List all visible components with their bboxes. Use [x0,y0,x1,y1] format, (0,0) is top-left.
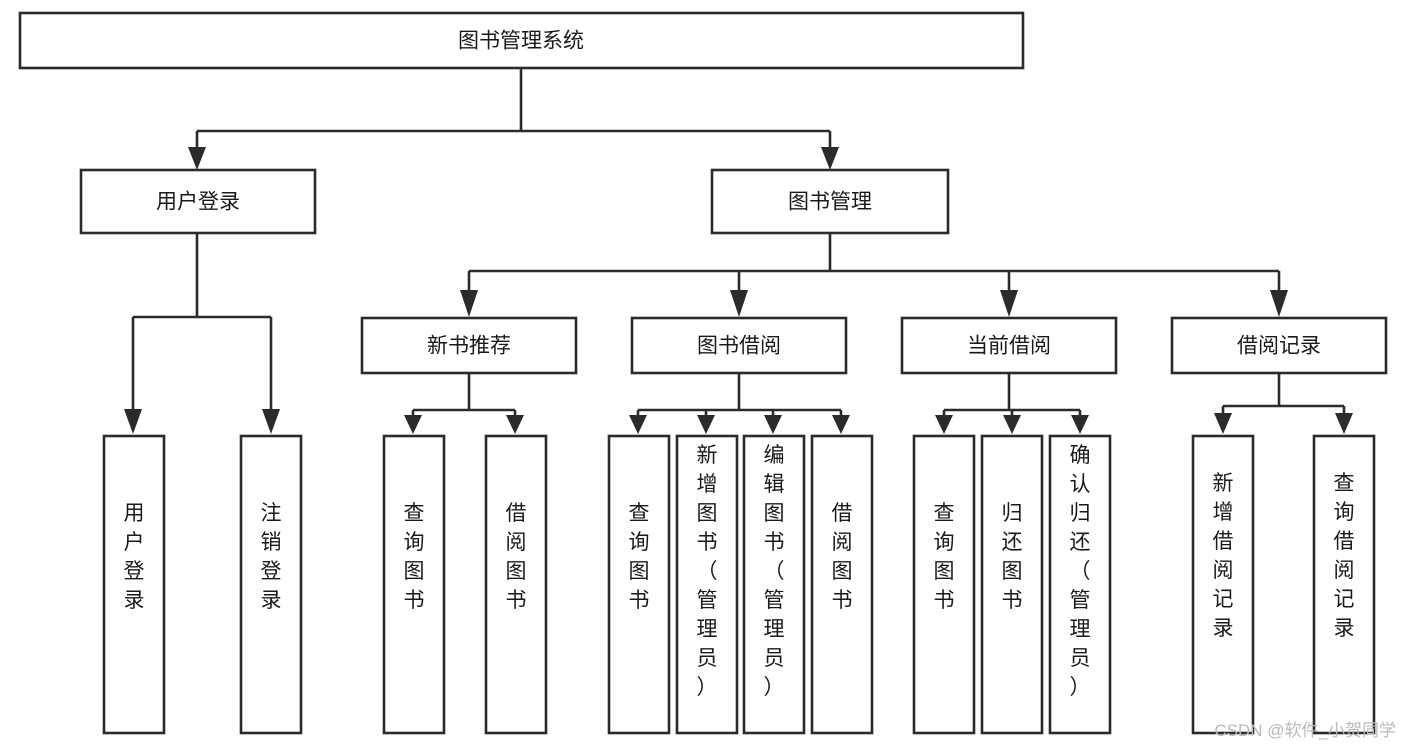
arrow-leaf-query-book-3 [935,415,953,434]
arrow-leaf-query-book-1 [404,415,422,434]
arrow-book-management [821,147,839,170]
node-leaf-confirm-return-label: 确认归还（管理员） [1070,444,1091,699]
node-book-borrow-box[interactable] [630,316,848,375]
arrow-new-book-recommend [460,290,478,317]
arrow-leaf-query-borrow-record [1335,413,1353,434]
node-new-book-recommend-box[interactable] [360,316,578,375]
node-leaf-query-borrow-record-label: 查询借阅记录 [1334,472,1355,640]
connector-group-user-login [124,233,280,434]
node-borrow-record[interactable]: 借阅记录 [1170,316,1388,375]
node-user-login-label: 用户登录 [156,191,240,214]
arrow-book-borrow [730,290,748,317]
node-leaf-user-login-label: 用户登录 [124,502,145,612]
node-leaf-query-borrow-record[interactable]: 查询借阅记录 [1312,434,1376,735]
node-leaf-return-book[interactable]: 归还图书 [980,434,1044,735]
node-leaf-add-book-label: 新增图书（管理员） [697,444,718,699]
node-leaf-query-book-1-box[interactable] [382,434,446,735]
node-root-box[interactable] [18,11,1025,70]
node-leaf-query-book-1[interactable]: 查询图书 [382,434,446,735]
arrow-borrow-record [1270,290,1288,317]
node-book-management[interactable]: 图书管理 [710,168,950,235]
node-leaf-query-book-3-label: 查询图书 [934,502,955,612]
node-new-book-recommend-label: 新书推荐 [427,335,511,358]
node-leaf-confirm-return-box[interactable] [1048,434,1112,735]
node-current-borrow-label: 当前借阅 [967,335,1051,358]
node-leaf-query-book-2-box[interactable] [607,434,671,735]
node-leaf-borrow-book-2[interactable]: 借阅图书 [810,434,874,735]
node-leaf-return-book-box[interactable] [980,434,1044,735]
node-leaf-confirm-return[interactable]: 确认归还（管理员） [1048,434,1112,735]
arrow-leaf-edit-book [764,415,782,434]
node-leaf-user-login[interactable]: 用户登录 [102,434,166,735]
node-current-borrow-box[interactable] [900,316,1118,375]
csdn-watermark: CSDN @软件_小贺同学 [1214,721,1396,740]
node-root-label: 图书管理系统 [458,30,584,53]
node-book-management-box[interactable] [710,168,950,235]
connector-group-root [188,69,839,170]
node-current-borrow[interactable]: 当前借阅 [900,316,1118,375]
node-leaf-add-borrow-record-label: 新增借阅记录 [1213,472,1234,640]
connector-group-current-borrow [935,373,1089,434]
arrow-leaf-query-book-2 [629,415,647,434]
node-leaf-query-book-1-label: 查询图书 [404,502,425,612]
arrow-leaf-user-login [124,409,142,434]
node-book-management-label: 图书管理 [788,191,872,214]
arrow-leaf-return-book [1003,415,1021,434]
connector-group-book-borrow [629,373,850,434]
node-leaf-logout-login-label: 注销登录 [261,502,282,612]
node-leaf-add-book[interactable]: 新增图书（管理员） [675,434,739,735]
node-book-borrow[interactable]: 图书借阅 [630,316,848,375]
arrow-user-login [188,147,206,170]
node-book-borrow-label: 图书借阅 [697,335,781,358]
node-leaf-query-book-3[interactable]: 查询图书 [912,434,976,735]
node-leaf-query-book-2-label: 查询图书 [629,502,650,612]
arrow-current-borrow [1000,290,1018,317]
arrow-leaf-confirm-return [1071,415,1089,434]
node-leaf-borrow-book-2-box[interactable] [810,434,874,735]
node-borrow-record-box[interactable] [1170,316,1388,375]
node-leaf-return-book-label: 归还图书 [1002,502,1023,612]
node-leaf-query-book-2[interactable]: 查询图书 [607,434,671,735]
arrow-leaf-add-borrow-record [1214,413,1232,434]
node-root[interactable]: 图书管理系统 [18,11,1025,70]
arrow-leaf-borrow-book-2 [832,415,850,434]
node-leaf-borrow-book-2-label: 借阅图书 [832,502,853,612]
arrow-leaf-logout [262,409,280,434]
node-leaf-edit-book-box[interactable] [742,434,806,735]
node-leaf-user-login-box[interactable] [102,434,166,735]
node-leaf-query-book-3-box[interactable] [912,434,976,735]
node-leaf-borrow-book-1-label: 借阅图书 [506,502,527,612]
node-leaf-add-borrow-record[interactable]: 新增借阅记录 [1191,434,1255,735]
connector-group-new-book-recommend [404,373,524,434]
node-leaf-add-borrow-record-box[interactable] [1191,434,1255,735]
node-leaf-add-book-box[interactable] [675,434,739,735]
node-leaf-edit-book-label: 编辑图书（管理员） [764,444,785,699]
node-leaf-query-borrow-record-box[interactable] [1312,434,1376,735]
node-borrow-record-label: 借阅记录 [1237,335,1321,358]
connector-group-book-management [460,233,1288,317]
node-leaf-logout-login[interactable]: 注销登录 [239,434,303,735]
connector-group-borrow-record [1214,373,1353,434]
arrow-leaf-add-book [697,415,715,434]
node-leaf-edit-book[interactable]: 编辑图书（管理员） [742,434,806,735]
node-leaf-borrow-book-1[interactable]: 借阅图书 [484,434,548,735]
node-user-login[interactable]: 用户登录 [79,168,317,235]
node-leaf-logout-login-box[interactable] [239,434,303,735]
node-new-book-recommend[interactable]: 新书推荐 [360,316,578,375]
arrow-leaf-borrow-book-1 [506,415,524,434]
node-leaf-borrow-book-1-box[interactable] [484,434,548,735]
node-user-login-box[interactable] [79,168,317,235]
